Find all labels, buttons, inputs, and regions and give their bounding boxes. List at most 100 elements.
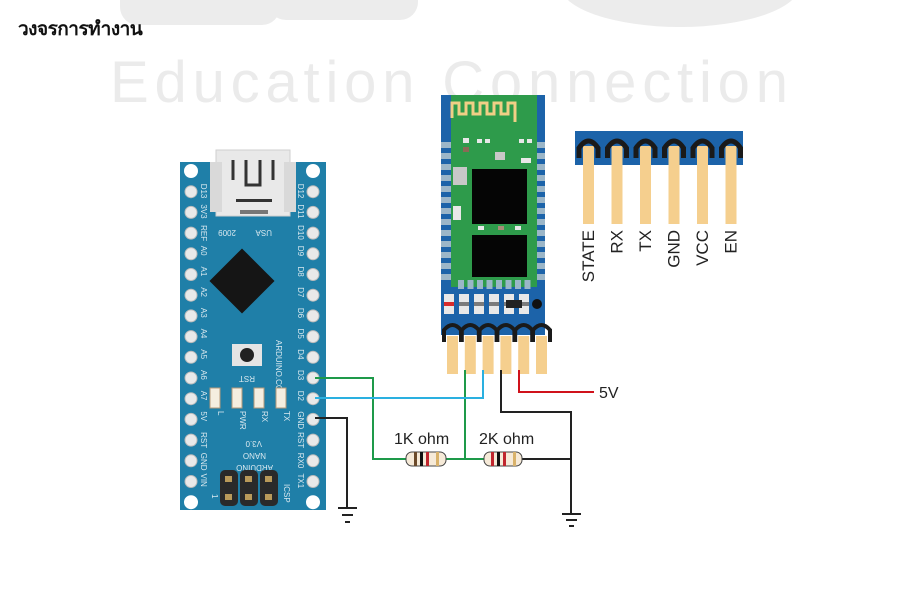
reset-label: RST xyxy=(239,374,255,383)
pin-label-right: D7 xyxy=(296,287,305,298)
pin-label-right: D10 xyxy=(296,225,305,240)
castellated-pad xyxy=(537,175,545,181)
pin-label-right: D8 xyxy=(296,267,305,278)
pin-label-left: REF xyxy=(199,225,208,241)
bluetooth-chip xyxy=(472,169,527,224)
castellated-pad xyxy=(537,263,545,269)
hc05-bluetooth-module xyxy=(441,95,552,374)
smd-component xyxy=(459,302,469,306)
closeup-pin xyxy=(697,146,708,224)
pin-pad xyxy=(306,226,320,240)
reset-button-icon xyxy=(240,348,254,362)
pin-label-left: A6 xyxy=(199,370,208,380)
castellated-pad xyxy=(441,252,451,258)
icsp-pin1-label: 1 xyxy=(210,494,219,499)
smd-component xyxy=(489,302,499,306)
led-label: RX xyxy=(260,411,269,423)
wire-arduino-gnd xyxy=(315,417,348,508)
led-tx xyxy=(275,387,287,409)
pin-label-right: RST xyxy=(296,432,305,448)
pin-pad xyxy=(306,330,320,344)
watermark-shape xyxy=(567,0,793,27)
castellated-pad xyxy=(537,274,545,280)
pin-pad xyxy=(184,412,198,426)
closeup-pin-collar xyxy=(719,138,743,158)
icsp-header xyxy=(220,470,278,506)
castellated-pad xyxy=(441,153,451,159)
castellated-pad xyxy=(441,274,451,280)
header-pin xyxy=(447,336,458,374)
pin-pad xyxy=(306,288,320,302)
icsp-label: ICSP xyxy=(282,484,291,503)
closeup-pin-collar xyxy=(605,138,629,158)
closeup-pin xyxy=(583,146,594,224)
pin-pad xyxy=(184,309,198,323)
castellated-pad xyxy=(537,153,545,159)
pin-label-right: D5 xyxy=(296,329,305,340)
castellated-pad xyxy=(441,164,451,170)
pin-pad xyxy=(306,495,320,510)
castellated-pad xyxy=(537,197,545,203)
castellated-pad xyxy=(477,280,483,289)
watermark-shape xyxy=(268,0,418,20)
wire-hc05-gnd xyxy=(500,370,572,514)
header-pin xyxy=(500,336,512,374)
pin-label-right: D6 xyxy=(296,308,305,319)
pin-label-left: VIN xyxy=(199,474,208,488)
pin-label-left: A5 xyxy=(199,349,208,359)
transistor xyxy=(506,300,522,308)
led-label: PWR xyxy=(238,411,247,430)
pin-label-right: D2 xyxy=(296,391,305,402)
pin-label-right: TX1 xyxy=(296,474,305,489)
pin-pad xyxy=(184,330,198,344)
watermark-shape xyxy=(120,0,280,25)
antenna-trace xyxy=(450,101,517,122)
castellated-pad xyxy=(537,142,545,148)
smd-component xyxy=(474,302,484,306)
pin-label-right: D3 xyxy=(296,370,305,381)
ground-symbol xyxy=(562,513,581,527)
pin-pad xyxy=(306,205,320,219)
pin-pad xyxy=(306,268,320,281)
castellated-pad xyxy=(537,252,545,258)
crystal xyxy=(453,167,467,185)
closeup-pin-collar xyxy=(690,138,715,158)
castellated-pad xyxy=(496,280,502,289)
pin-label-left: A3 xyxy=(199,308,208,318)
smd-component xyxy=(519,302,529,306)
pin-label-right: RX0 xyxy=(296,453,305,469)
castellated-pad xyxy=(441,241,451,247)
castellated-pad xyxy=(441,230,451,236)
closeup-pin xyxy=(725,146,737,224)
pin-label-left: A0 xyxy=(199,246,208,256)
castellated-pad xyxy=(441,197,451,203)
closeup-pin-collar xyxy=(576,138,601,158)
smd-component xyxy=(453,206,461,220)
castellated-pad xyxy=(537,230,545,236)
pin-label-vcc: VCC xyxy=(693,230,712,266)
closeup-pin-collar xyxy=(662,138,686,158)
usb-port-icon xyxy=(236,199,272,202)
pin-label-en: EN xyxy=(722,230,741,254)
pin-label-left: A7 xyxy=(199,391,208,401)
pin-pad xyxy=(184,433,198,447)
pin-label-left: D13 xyxy=(199,184,208,199)
castellated-pad xyxy=(441,175,451,181)
ground-symbol xyxy=(338,507,357,523)
pin-pad xyxy=(184,454,198,468)
usb-label: USA xyxy=(255,228,272,237)
pin-label-right: GND xyxy=(296,411,305,429)
castellated-pad xyxy=(486,280,493,289)
pin-label-left: A2 xyxy=(199,287,208,297)
pin-label-rx: RX xyxy=(608,230,627,254)
usb-port-icon xyxy=(231,160,275,187)
led-label: L xyxy=(216,411,225,416)
smd-component xyxy=(444,302,454,306)
castellated-pad xyxy=(441,208,451,214)
castellated-pad xyxy=(505,280,512,289)
pin-pad xyxy=(306,350,320,364)
castellated-pad xyxy=(537,164,545,170)
